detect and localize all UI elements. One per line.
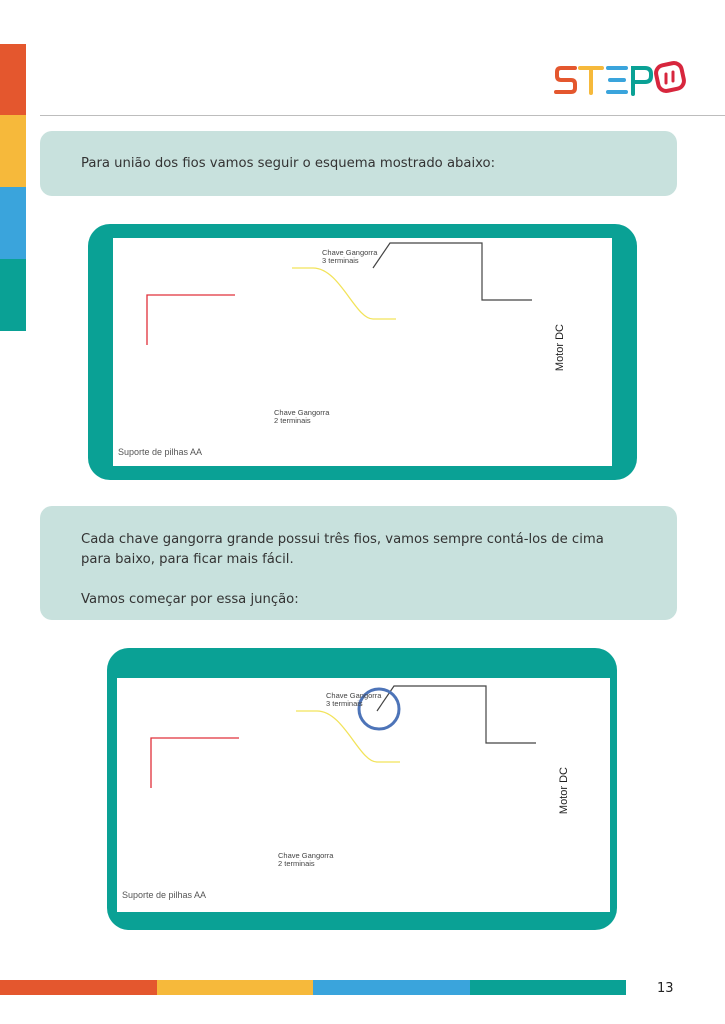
- crossed-wires: [296, 710, 400, 763]
- intro-text: Para união dos fios vamos seguir o esque…: [81, 155, 496, 171]
- side-bar-teal: [0, 259, 26, 331]
- highlight-circle: [357, 687, 401, 731]
- explanation-paragraph-1: Cada chave gangorra grande possui três f…: [81, 532, 604, 567]
- switch-3-terminal-label: Chave Gangorra 3 terminais: [322, 249, 377, 265]
- explanation-callout: Cada chave gangorra grande possui três f…: [40, 506, 677, 620]
- side-bar-orange: [0, 44, 26, 115]
- side-bar-yellow: [0, 115, 26, 187]
- footer-bar-teal: [470, 980, 626, 995]
- motor-negative-wire: - +: [372, 242, 532, 301]
- battery-positive-wire: + ı: [146, 294, 235, 345]
- switch-3-terminal-label-line-1: Chave Gangorra: [326, 691, 382, 700]
- switch-2-terminal-label-line-2: 2 terminais: [274, 416, 311, 425]
- motor-label: Motor DC: [554, 324, 566, 372]
- crossed-wires: [292, 267, 396, 320]
- switch-3-terminal-label-line-1: Chave Gangorra: [322, 248, 378, 257]
- switch-2-terminal-label-line-1: Chave Gangorra: [274, 408, 330, 417]
- switch-2-terminal-label-line-1: Chave Gangorra: [278, 851, 334, 860]
- wiring-diagram-1: + ı - + Chave Gangorra 3 terminais: [113, 238, 612, 466]
- header-divider: [40, 115, 725, 116]
- footer-bar-yellow: [157, 980, 313, 995]
- battery-wiring: + ı: [146, 294, 235, 345]
- wiring-diagram-2: + ı - + Chave Gangorra 3 terminais: [117, 678, 610, 912]
- footer-bar-orange: [0, 980, 157, 995]
- switch-2-terminal-label: Chave Gangorra 2 terminais: [274, 409, 329, 425]
- diagram-1-labels: Chave Gangorra 3 terminais Chave Gangorr…: [113, 238, 612, 466]
- step-logo: [553, 60, 688, 100]
- switch-3-terminal-label-line-2: 3 terminais: [326, 699, 363, 708]
- battery-label: Suporte de pilhas AA: [118, 447, 203, 457]
- battery-wiring: + ı: [150, 737, 239, 788]
- side-bar-blue: [0, 187, 26, 259]
- battery-positive-wire: + ı: [150, 737, 239, 788]
- intro-callout: Para união dos fios vamos seguir o esque…: [40, 131, 677, 196]
- switch-3-terminal-label-line-2: 3 terminais: [322, 256, 359, 265]
- battery-label: Suporte de pilhas AA: [122, 890, 207, 900]
- wiring-diagram-frame-2: + ı - + Chave Gangorra 3 terminais: [107, 648, 617, 930]
- footer-bar-blue: [313, 980, 470, 995]
- diagram-2-labels: Chave Gangorra 3 terminais Chave Gangorr…: [117, 681, 610, 915]
- switch-2-terminal-label: Chave Gangorra 2 terminais: [278, 852, 333, 868]
- motor-label: Motor DC: [558, 767, 570, 815]
- switch-2-terminal-label-line-2: 2 terminais: [278, 859, 315, 868]
- switch-3-terminal-label: Chave Gangorra 3 terminais: [326, 692, 381, 708]
- motor-negative-wire: - +: [376, 685, 536, 744]
- page-number: 13: [657, 981, 674, 996]
- wiring-diagram-frame-1: + ı - + Chave Gangorra 3 terminais: [88, 224, 637, 480]
- explanation-paragraph-2: Vamos começar por essa junção:: [81, 592, 299, 607]
